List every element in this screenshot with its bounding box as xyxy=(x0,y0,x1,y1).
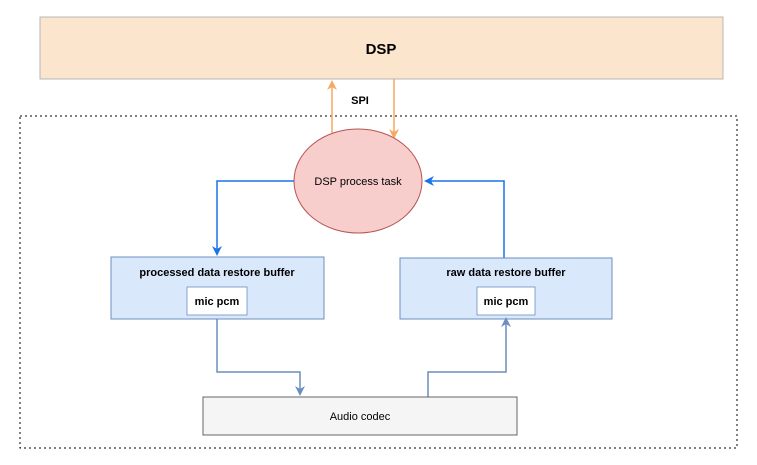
processed-mic-pcm-label: mic pcm xyxy=(195,296,240,308)
audio-codec-box xyxy=(202,396,518,436)
raw-mic-pcm-label: mic pcm xyxy=(484,296,529,308)
raw-buffer-label: raw data restore buffer xyxy=(446,267,566,279)
codec-to-raw-arrow xyxy=(427,317,511,397)
task-label: DSP process task xyxy=(314,176,402,188)
dsp-box xyxy=(39,16,724,80)
processed-buffer[interactable]: processed data restore buffer mic pcm xyxy=(110,256,325,320)
audio-codec-label: Audio codec xyxy=(330,411,391,423)
spi-label: SPI xyxy=(351,95,369,107)
dsp-block[interactable]: DSP xyxy=(39,16,724,80)
task-to-processed-arrow xyxy=(212,180,294,256)
system-boundary xyxy=(19,115,738,449)
processed-to-codec-arrow xyxy=(216,319,305,396)
dsp-label: DSP xyxy=(366,41,397,58)
audio-codec[interactable]: Audio codec xyxy=(202,396,518,436)
raw-to-task-arrow xyxy=(424,176,505,258)
dsp-process-task[interactable]: DSP process task xyxy=(293,128,423,234)
raw-buffer[interactable]: raw data restore buffer mic pcm xyxy=(399,257,613,320)
processed-mic-pcm-box xyxy=(186,286,248,316)
processed-buffer-label: processed data restore buffer xyxy=(139,267,295,279)
raw-mic-pcm-box xyxy=(476,286,536,316)
